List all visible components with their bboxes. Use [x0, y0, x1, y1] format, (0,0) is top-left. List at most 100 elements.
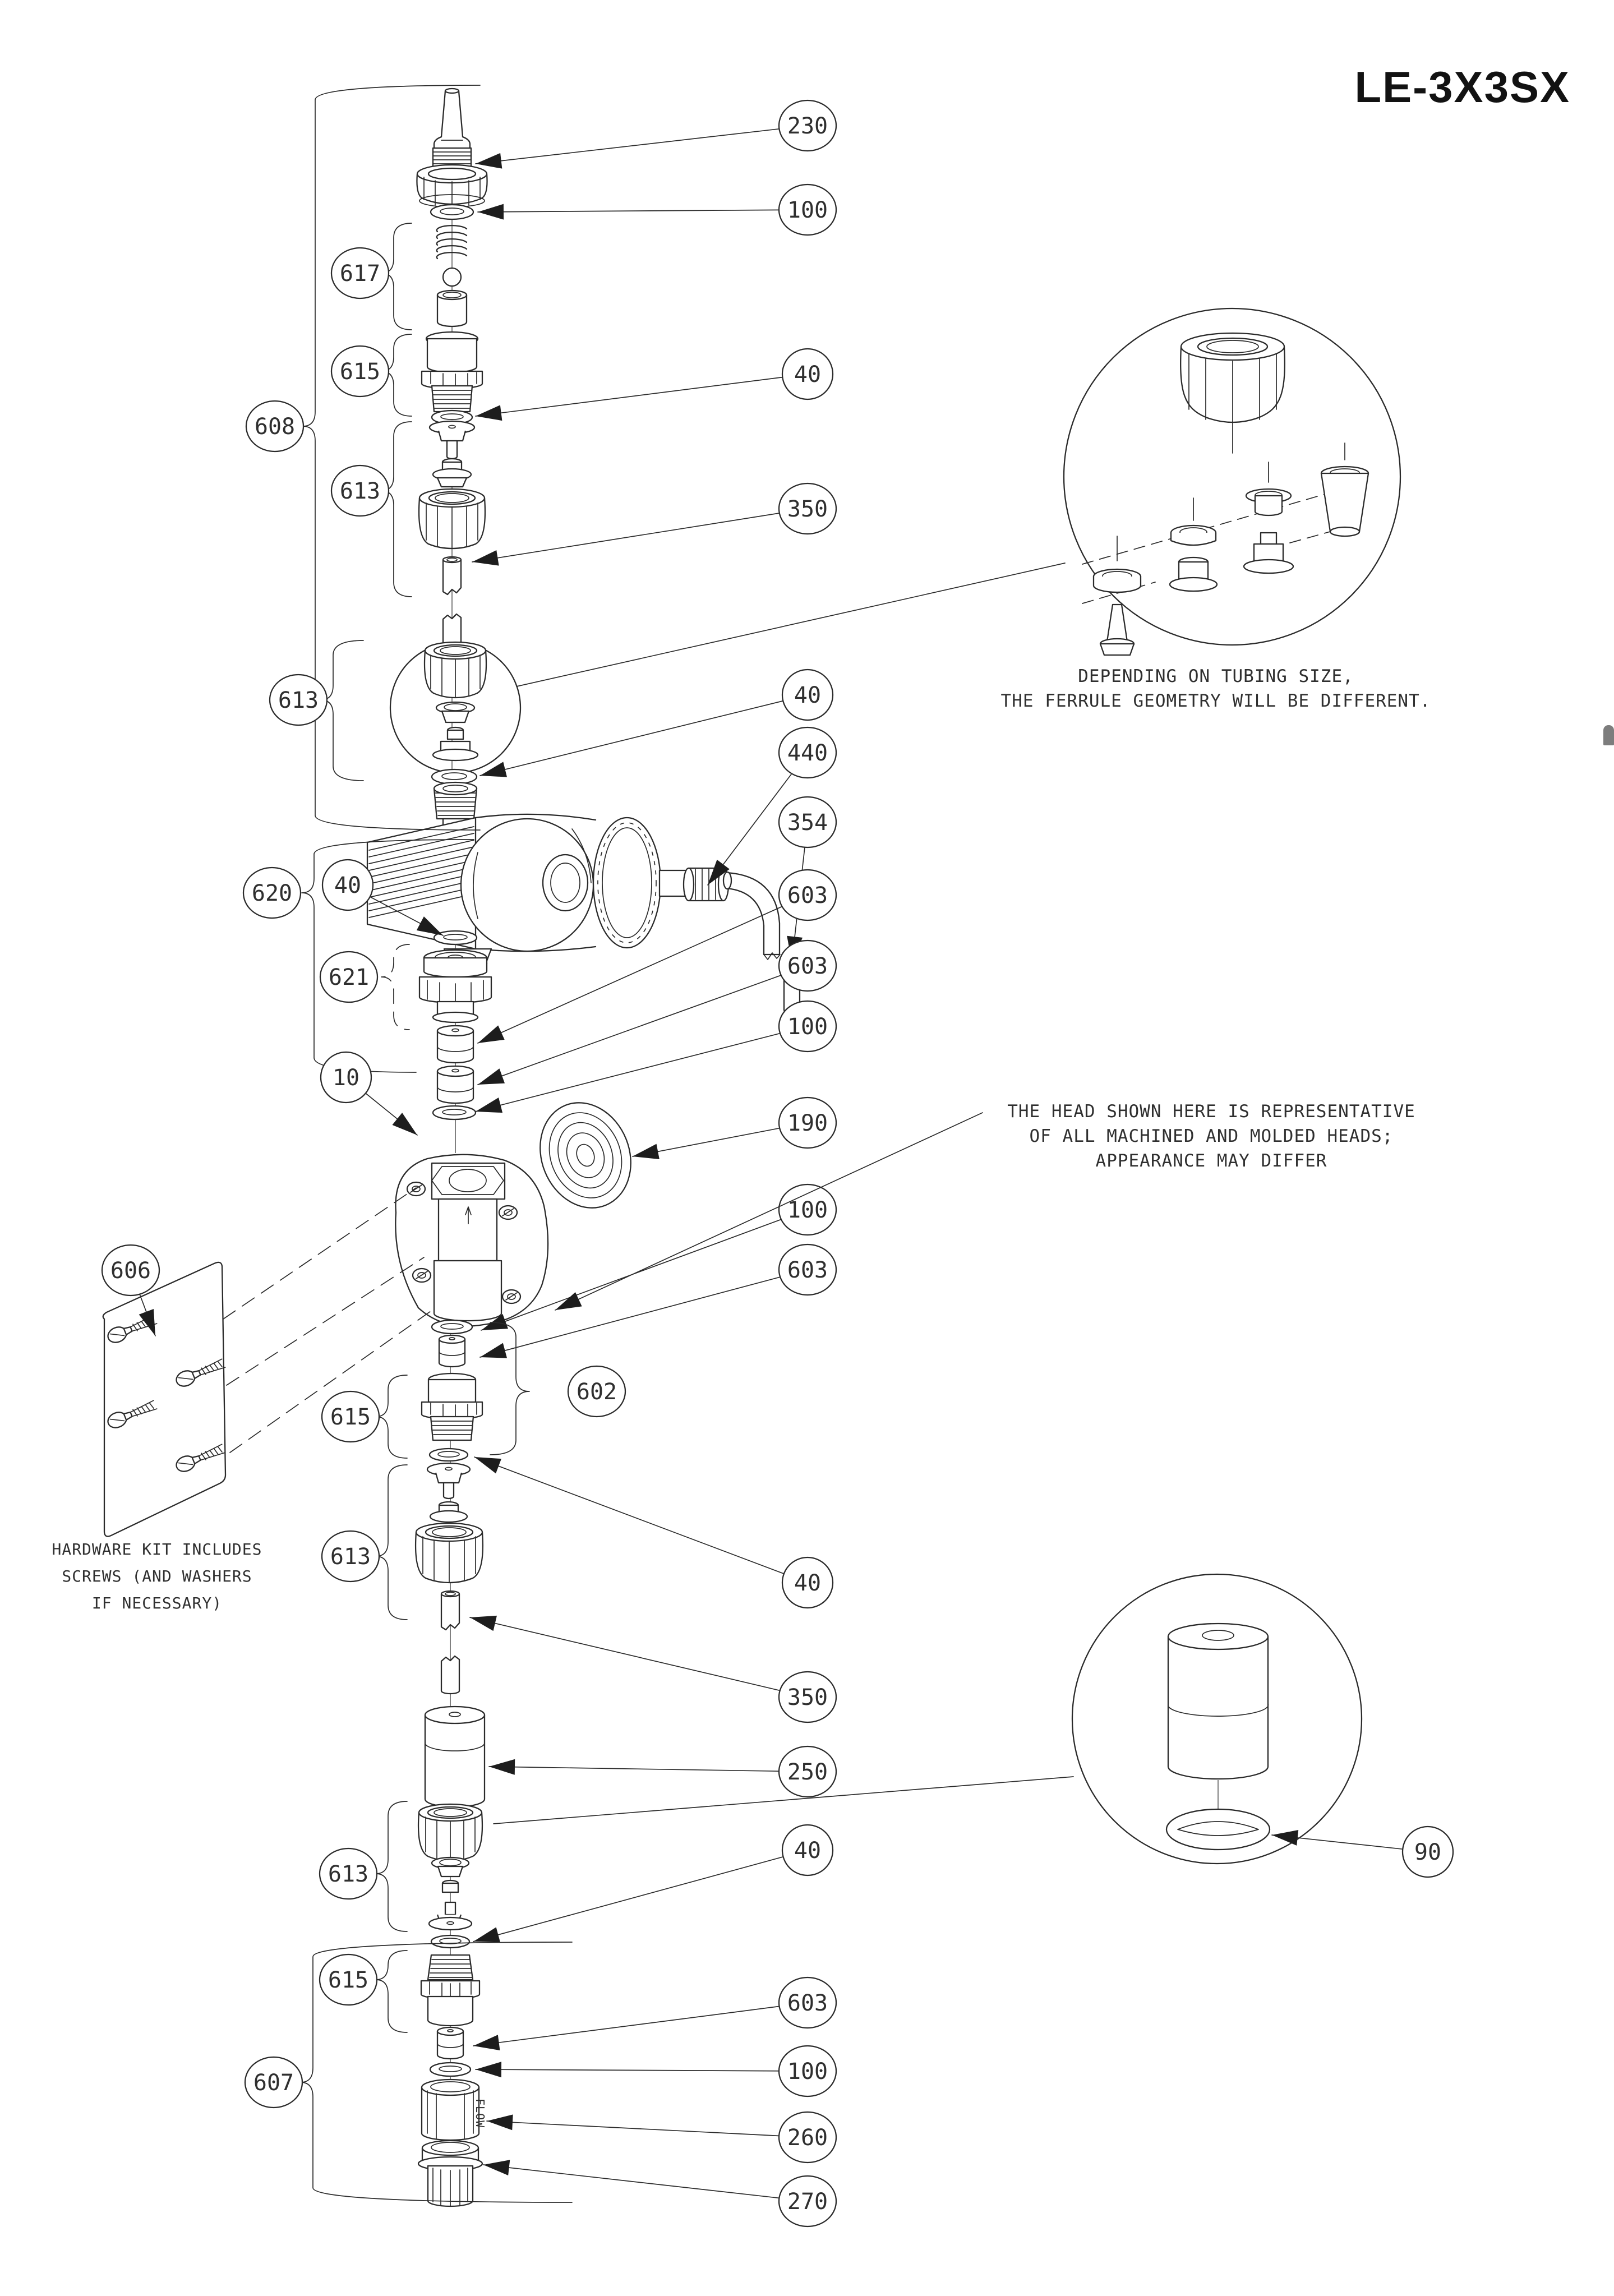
valve-seat-sleeve: [436, 289, 468, 328]
group-label-615-label: 615: [330, 1404, 371, 1430]
part-callout-354-label: 354: [787, 810, 828, 836]
scrollbar-thumb-artifact[interactable]: [1603, 725, 1614, 745]
group-label-608: 608: [245, 400, 305, 453]
part-callout-100: 100: [475, 2045, 837, 2097]
group-label-40: 40: [321, 859, 444, 936]
ferrule-cone-2: [432, 726, 479, 762]
part-callout-603-label: 603: [787, 883, 828, 909]
part-callout-40: 40: [473, 1824, 834, 1943]
group-bracket: [375, 1801, 408, 1932]
part-callout-40: 40: [475, 348, 834, 421]
part-callout-270: 270: [483, 2160, 837, 2228]
part-callout-100: 100: [477, 183, 837, 236]
part-callout-100: 100: [475, 1000, 837, 1113]
group-label-613-label: 613: [340, 478, 380, 504]
foot-valve-260: FLOW: [421, 2078, 487, 2141]
part-callout-100: 100: [481, 1183, 837, 1331]
part-callout-603: 603: [473, 1976, 837, 2050]
coupling-nut-3: [423, 641, 487, 699]
coupling-nut-2: [418, 488, 486, 550]
part-callout-190: 190: [632, 1096, 837, 1160]
group-label-615: 615: [330, 345, 390, 398]
flow-label: FLOW: [473, 2099, 487, 2128]
weight-250: [424, 1705, 486, 1808]
ferrule-variant-4: [1320, 465, 1369, 537]
strainer-270: [417, 2140, 483, 2207]
coupling-nut-4: [414, 1522, 484, 1584]
part-callout-603: 603: [477, 939, 837, 1085]
hardware-note-line2: SCREWS (AND WASHERS: [62, 1567, 252, 1585]
group-label-613-label: 613: [278, 688, 319, 713]
group-label-615: 615: [321, 1390, 380, 1443]
group-label-40-label: 40: [334, 873, 361, 898]
part-callout-100-label: 100: [787, 1197, 828, 1223]
check-ball: [442, 267, 462, 287]
ferrule-detail-view: DEPENDING ON TUBING SIZE, THE FERRULE GE…: [1001, 307, 1430, 711]
group-label-613-label: 613: [328, 1861, 368, 1887]
gasket-40-d: [428, 1447, 469, 1462]
o-ring-40-b: [431, 768, 478, 785]
ferrule-seat-1: [428, 420, 476, 460]
group-label-608-label: 608: [255, 414, 295, 440]
elbow-tubing-354: [722, 871, 781, 960]
detail-o-ring-90: [1165, 1808, 1271, 1851]
check-spring: [436, 224, 468, 260]
part-callout-230: 230: [475, 99, 837, 169]
part-callout-350-label: 350: [787, 1685, 828, 1711]
group-label-607-label: 607: [253, 2070, 294, 2096]
o-ring-100-d: [429, 2062, 472, 2077]
part-callout-603-label: 603: [787, 953, 828, 979]
group-bracket: [381, 944, 410, 1030]
hardware-note-line3: IF NECESSARY): [92, 1594, 222, 1612]
coupling-nut-5: [417, 1803, 483, 1862]
o-ring-40-c: [433, 930, 478, 946]
group-bracket: [375, 1464, 408, 1620]
ferrule-sleeve-2: [435, 701, 476, 723]
part-callout-100-label: 100: [787, 197, 828, 223]
part-callout-603: 603: [479, 1243, 837, 1358]
group-label-620: 620: [242, 866, 302, 919]
injection-tip: [433, 87, 471, 150]
part-callout-250: 250: [488, 1745, 837, 1798]
group-label-615-label: 615: [340, 359, 380, 385]
group-bracket: [375, 1950, 408, 2033]
detail-weight-cylinder: [1167, 1622, 1269, 1780]
valve-cartridge-4: [436, 2026, 464, 2060]
part-callout-260: 260: [486, 2111, 837, 2164]
group-label-10: 10: [320, 1051, 418, 1136]
gasket-40-e: [430, 1934, 471, 1949]
hardware-kit-plate: [102, 1187, 431, 1537]
part-callout-40-label: 40: [794, 683, 821, 708]
group-bracket: [381, 421, 412, 597]
pump-head-flange: [395, 1154, 549, 1327]
part-callout-40-label: 40: [794, 1838, 821, 1864]
ferrule-seat-2: [426, 1462, 471, 1500]
o-ring-100-b: [432, 1105, 477, 1121]
diaphragm-190: [539, 1102, 631, 1209]
tubing-lower-2: [440, 1655, 460, 1695]
part-callout-90-label: 90: [1414, 1839, 1441, 1865]
part-callout-603: 603: [477, 869, 837, 1044]
valve-cartridge-2: [436, 1065, 474, 1104]
coupling-nut-1: [416, 164, 488, 208]
group-label-620-label: 620: [252, 880, 292, 906]
valve-cartridge-1: [436, 1025, 474, 1064]
ferrule-note-line1: DEPENDING ON TUBING SIZE,: [1078, 666, 1354, 686]
part-callout-350-label: 350: [787, 496, 828, 522]
tubing-lower-1: [440, 1590, 460, 1631]
group-bracket: [490, 1322, 530, 1455]
mounting-screws: [107, 1315, 226, 1472]
part-callout-440-label: 440: [787, 740, 828, 766]
detail-view-connectors: [493, 563, 1074, 1824]
part-callout-260-label: 260: [787, 2125, 828, 2151]
part-callout-603-label: 603: [787, 1990, 828, 2016]
ferrule-variant-3: [1243, 488, 1294, 574]
ferrule-variant-1: [1092, 568, 1142, 656]
group-label-10-label: 10: [333, 1065, 359, 1091]
group-label-606: 606: [101, 1244, 160, 1336]
group-label-615: 615: [319, 1953, 378, 2006]
valve-body-2: [421, 1372, 483, 1441]
group-label-613: 613: [319, 1847, 378, 1900]
part-callout-350: 350: [472, 482, 837, 566]
group-label-607: 607: [244, 2056, 303, 2109]
